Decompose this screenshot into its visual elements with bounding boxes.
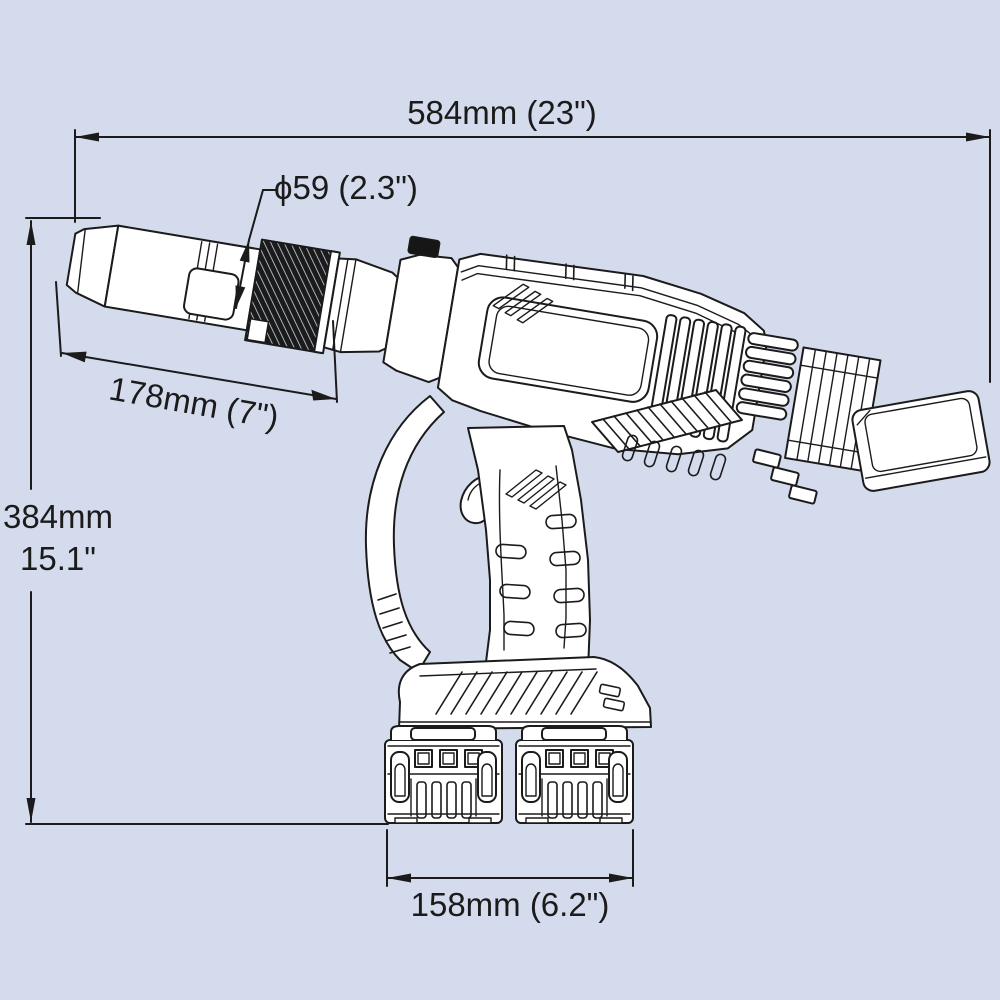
arrow-up	[26, 221, 36, 245]
vent-slat	[647, 406, 675, 438]
reducer-line	[339, 258, 357, 353]
guard-loop	[364, 395, 445, 673]
mount-slat	[570, 671, 598, 715]
mount-slat	[450, 671, 478, 715]
vent-slat	[704, 391, 732, 423]
mount-slat	[555, 671, 583, 715]
tool-drawing	[65, 224, 991, 824]
nozzle-tip-facet	[77, 228, 86, 293]
vent-slat	[636, 409, 664, 441]
mount-slat	[510, 671, 538, 715]
front-chevron	[504, 290, 542, 317]
battery-mount	[397, 656, 652, 730]
vent-slat	[681, 397, 709, 429]
label-overall-length: 584mm (23")	[407, 94, 597, 131]
barrel-boss	[183, 267, 240, 321]
collar-notch	[246, 318, 270, 344]
ext-line	[55, 281, 62, 357]
arrow-down	[235, 285, 246, 308]
guard-rib	[389, 646, 411, 654]
grip-chevron	[517, 475, 555, 504]
label-collar-diameter: ϕ59 (2.3")	[274, 169, 418, 206]
guard-rib	[385, 634, 407, 642]
arrow-right	[609, 873, 633, 883]
vent-slat	[613, 415, 641, 447]
label-height-mm: 384mm	[3, 498, 113, 535]
rear-steps	[752, 448, 818, 505]
grip	[467, 425, 591, 677]
label-battery-width: 158mm (6.2")	[411, 886, 610, 923]
arrow-left	[75, 132, 99, 142]
vent-slat	[693, 394, 721, 426]
rail-ticks	[505, 254, 634, 292]
arrow-down	[26, 798, 36, 822]
guard-rib	[382, 621, 403, 629]
ext-line	[332, 320, 338, 403]
battery-left	[384, 725, 503, 824]
guard-rib	[379, 607, 400, 615]
grip-inner-line	[555, 465, 567, 649]
mount-slat	[480, 671, 508, 715]
guard-rib	[377, 593, 397, 601]
vent-slat	[670, 400, 698, 432]
vent-slat	[602, 418, 630, 450]
arrow-right	[966, 132, 990, 142]
grip-inner-line	[498, 469, 505, 651]
reducer-line	[332, 258, 349, 351]
grip-chevron	[505, 469, 543, 498]
arrow-left	[387, 873, 411, 883]
mount-slat	[465, 671, 493, 715]
battery-right	[515, 725, 634, 824]
rear-block	[851, 390, 991, 492]
front-chevron	[492, 283, 530, 310]
dimension-arrows	[26, 132, 990, 883]
arrow-right	[311, 389, 336, 401]
mount-vent	[598, 683, 622, 698]
mount-slat	[495, 671, 523, 715]
vent-slat	[625, 412, 653, 444]
dimension-lines	[25, 129, 991, 887]
label-height-in: 15.1"	[20, 540, 96, 577]
front-chevron	[516, 297, 554, 324]
mount-slat	[525, 671, 553, 715]
arrow-up	[239, 240, 250, 263]
leader-line-diameter	[248, 189, 278, 241]
mount-slat	[435, 671, 463, 715]
vent-slat	[659, 403, 687, 435]
barrel-and-body	[65, 224, 882, 472]
mount-vent	[602, 697, 626, 712]
arrow-left	[62, 351, 87, 363]
u-slot-row	[621, 434, 727, 481]
top-rail-line	[461, 272, 736, 333]
grip-slots	[495, 513, 587, 639]
dim-line-nozzle-length	[61, 352, 337, 400]
rear-spring-bars	[735, 332, 799, 421]
top-button	[407, 235, 441, 259]
grip-chevron	[529, 481, 567, 510]
body-panel	[477, 296, 659, 403]
mount-slat	[540, 671, 568, 715]
body-panel-inner	[488, 305, 650, 396]
